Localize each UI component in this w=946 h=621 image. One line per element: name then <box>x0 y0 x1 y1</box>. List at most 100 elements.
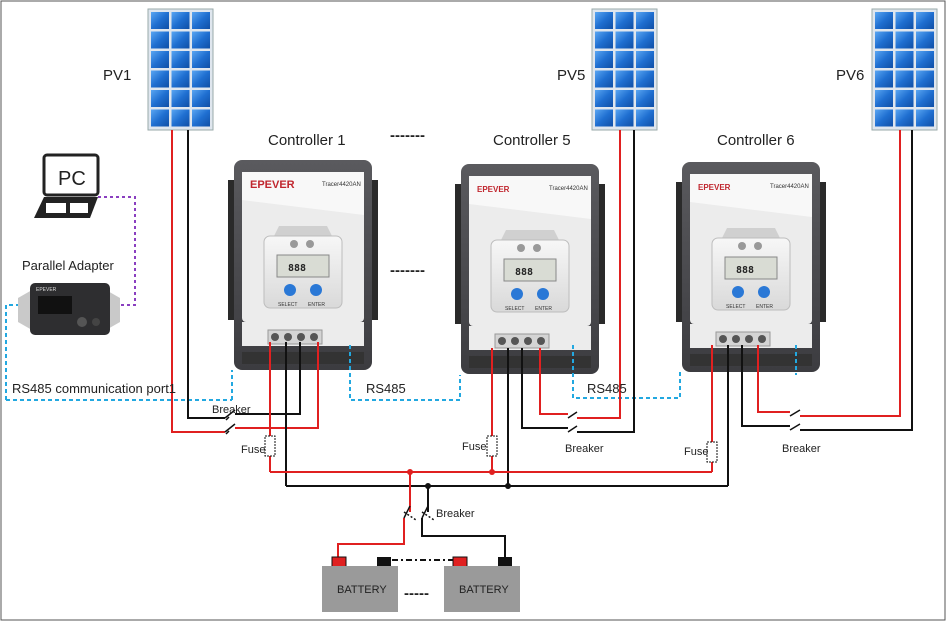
solar-cell <box>192 51 210 68</box>
pv6-negative-wire <box>741 130 913 431</box>
solar-cell <box>171 90 190 107</box>
solar-cell <box>192 109 210 127</box>
rs485-wire-adapter <box>5 304 18 400</box>
solar-cell <box>151 70 169 88</box>
controller-6-brand: EPEVER <box>698 183 731 192</box>
controller-1: EPEVER Tracer4420AN 888 SELECT ENTER <box>227 159 379 371</box>
pc-link-wire <box>98 196 136 306</box>
solar-cell <box>916 70 934 88</box>
controller-1-brand: EPEVER <box>250 179 295 191</box>
solar-cell <box>171 70 190 88</box>
pv5-positive-wire <box>539 130 621 419</box>
solar-cell <box>615 90 634 107</box>
solar-cell <box>595 12 613 29</box>
solar-cell <box>916 12 934 29</box>
rs485-port1-label: RS485 communication port1 <box>12 381 176 396</box>
solar-cell <box>875 90 893 107</box>
rs485-wire-c5-c6 <box>572 345 681 399</box>
solar-cell <box>875 12 893 29</box>
controller-5-brand: EPEVER <box>477 185 510 194</box>
pv1-negative-wire <box>187 130 301 419</box>
solar-cell <box>636 109 654 127</box>
rs485-wire-c1-c5 <box>349 345 461 401</box>
parallel-adapter-brand: EPEVER <box>36 287 57 293</box>
parallel-adapter <box>18 283 120 335</box>
battery-ellipsis: ----- <box>404 585 429 602</box>
controller-5-display: 888 <box>515 267 533 278</box>
controller-5-label: Controller 5 <box>493 132 571 149</box>
pv6-positive-wire <box>757 130 901 417</box>
solar-cell <box>171 31 190 49</box>
solar-cell <box>595 109 613 127</box>
solar-cell <box>636 12 654 29</box>
solar-cell <box>916 90 934 107</box>
pv5-negative-wire <box>521 130 635 433</box>
solar-cell <box>192 31 210 49</box>
solar-cell <box>171 12 190 29</box>
solar-cell <box>875 31 893 49</box>
pv6-label: PV6 <box>836 67 864 84</box>
solar-cell <box>895 12 914 29</box>
solar-cell <box>595 70 613 88</box>
controller-5-model: Tracer4420AN <box>549 186 588 192</box>
solar-cell <box>151 51 169 68</box>
breaker-symbols <box>224 409 801 521</box>
solar-panel-pv6 <box>871 8 938 131</box>
solar-cell <box>595 31 613 49</box>
rs485-label-1: RS485 <box>366 381 406 396</box>
breaker-label-battery: Breaker <box>436 508 475 520</box>
solar-cell <box>151 109 169 127</box>
solar-cell <box>192 70 210 88</box>
solar-cell <box>636 90 654 107</box>
controller-1-label: Controller 1 <box>268 132 346 149</box>
fuse-label-c5: Fuse <box>462 441 486 453</box>
controller-5: EPEVER Tracer4420AN 888 SELECT ENTER <box>454 163 606 375</box>
battery-2 <box>444 556 520 612</box>
pv5-label: PV5 <box>557 67 585 84</box>
breaker-label-c6: Breaker <box>782 443 821 455</box>
battery-positive-wire <box>337 472 411 566</box>
controller-5-enter-label: ENTER <box>535 306 552 312</box>
controller-6-select-label: SELECT <box>726 304 745 310</box>
pc-label: PC <box>58 168 86 190</box>
controller-5-select-label: SELECT <box>505 306 524 312</box>
solar-cell <box>875 109 893 127</box>
solar-cell <box>636 31 654 49</box>
solar-cell <box>875 51 893 68</box>
controller-1-model: Tracer4420AN <box>322 182 361 188</box>
solar-cell <box>151 12 169 29</box>
solar-cell <box>895 31 914 49</box>
solar-cell <box>171 109 190 127</box>
pv1-label: PV1 <box>103 67 131 84</box>
battery-interconnect <box>383 559 461 566</box>
fuse-label-c6: Fuse <box>684 446 708 458</box>
solar-cell <box>895 109 914 127</box>
breaker-label-c1: Breaker <box>212 404 251 416</box>
controller-6-label: Controller 6 <box>717 132 795 149</box>
controller-1-display: 888 <box>288 263 306 274</box>
rs485-label-2: RS485 <box>587 381 627 396</box>
solar-cell <box>615 51 634 68</box>
solar-cell <box>595 51 613 68</box>
breaker-label-c5: Breaker <box>565 443 604 455</box>
solar-cell <box>916 31 934 49</box>
solar-cell <box>171 51 190 68</box>
battery-1 <box>322 556 398 612</box>
ellipsis-middle: ------- <box>390 262 425 279</box>
controller-6-enter-label: ENTER <box>756 304 773 310</box>
battery-2-label: BATTERY <box>459 584 509 596</box>
wiring <box>5 130 913 566</box>
solar-cell <box>192 90 210 107</box>
solar-cell <box>192 12 210 29</box>
solar-cell <box>895 51 914 68</box>
bus-junctions <box>407 469 511 489</box>
controller-1-enter-label: ENTER <box>308 302 325 308</box>
solar-panel-pv1 <box>147 8 214 131</box>
controller-6-display: 888 <box>736 265 754 276</box>
solar-cell <box>875 70 893 88</box>
solar-cell <box>895 90 914 107</box>
solar-cell <box>895 70 914 88</box>
solar-cell <box>151 31 169 49</box>
